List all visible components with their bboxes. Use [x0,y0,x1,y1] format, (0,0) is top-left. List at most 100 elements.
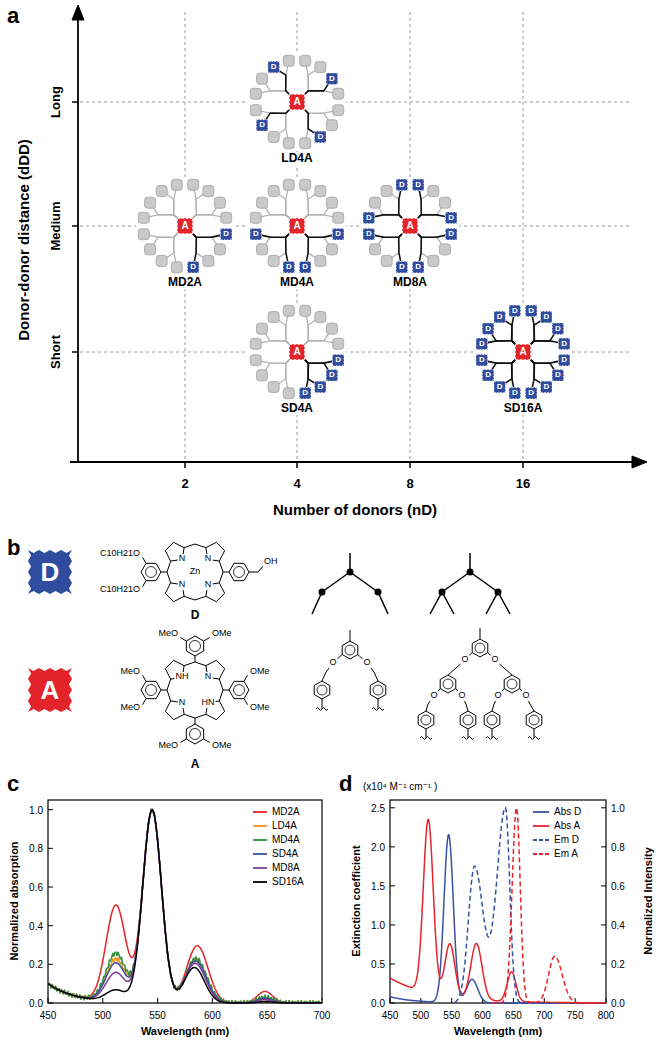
axis-tick [102,998,103,1003]
donor-branch [418,234,421,261]
inactive-end-group [203,255,214,266]
benzene-ring [141,681,161,698]
tick-label: 0.5 [370,958,386,969]
bond-line [378,699,379,709]
tick-label: 0.8 [610,841,626,852]
axis-title: Normalized Intensity [642,846,654,956]
bond-line [470,572,498,592]
inactive-end-group [300,55,311,66]
bond-line [456,689,468,712]
plot-frame [48,800,322,1003]
bond-line [426,689,440,712]
atom-label: O [429,691,438,701]
axis-tick [390,846,395,847]
aromatic-circle [487,715,497,725]
tick-label: 1.0 [610,802,626,813]
tick-label: 550 [148,1010,167,1021]
bond-line [480,628,481,639]
sample-name: MD8A [391,276,429,289]
donor-branch [286,234,289,261]
inactive-end-group [283,305,294,316]
attachment-mark [486,737,498,740]
axis-tick [390,885,395,886]
tick-label: 16 [515,477,531,491]
node-text: D [497,313,503,321]
panel-letter: c [6,772,20,796]
axis-tick [157,998,158,1003]
axis-arrow [632,456,647,468]
donor-unit: D [326,73,338,85]
tick-label: 600 [473,1010,492,1021]
atom-label: O [328,658,337,668]
node-text: D [259,121,265,129]
legend-line [253,867,267,869]
node-text: D [302,263,308,271]
axis-title: Wavelength (nm) [453,1025,543,1037]
donor-unit: D [363,228,375,240]
dendrimer-icon: SD16AADDDDDDDDDDDDDDDD [468,302,578,420]
axis-tick [409,462,411,468]
icon-ground [248,53,346,151]
atom-label: C10H21O [99,585,141,595]
inactive-end-group [381,186,392,197]
attachment-mark [420,737,432,740]
tick-label: 650 [504,1010,523,1021]
inactive-end-group [250,355,261,366]
benzene-ring [229,563,249,580]
donor-unit: D [250,228,262,240]
bond-line [244,699,248,705]
axis-title: Extinction coefficient [350,844,362,957]
benzene-ring [342,641,358,659]
legend-entry: SD16A [252,875,304,889]
aromatic-circle [234,567,245,578]
atom-label: MeO [119,703,141,713]
structure-name: D [190,609,201,622]
node-text: D [190,263,196,271]
atom-label: OH [263,557,279,567]
tick-label: 500 [93,1010,112,1021]
bond-line [322,699,323,709]
axis-tick [48,1003,53,1004]
inactive-end-group [428,186,439,197]
node-text: D [286,263,292,271]
node-text: A [41,677,60,703]
atom-label: N [178,554,187,564]
tick-label: 750 [566,1010,585,1021]
inactive-end-group [257,370,268,381]
node-text: D [479,356,485,364]
donor-unit: D [299,387,311,399]
donor-branch [262,234,289,237]
aromatic-circle [529,715,539,725]
bond-line [143,557,147,563]
benzene-ring [186,636,203,656]
atom-label: O [460,655,469,665]
bond-line [143,699,147,705]
donor-branch [305,234,308,261]
inactive-end-group [221,212,232,223]
node-text: D [302,389,308,397]
node-text: D [543,383,549,391]
inactive-end-group [300,305,311,316]
bond-line [219,679,223,690]
legend-text: Em A [554,849,578,859]
inactive-end-group [326,197,337,208]
donor-branch [531,360,534,387]
donor-unit: D [412,261,424,273]
donor-branch [418,234,445,237]
benzene-ring [314,681,330,699]
icon-ground [361,177,459,275]
legend-text: MD2A [272,807,300,817]
branch-dot [495,589,502,596]
inactive-end-group [257,73,268,84]
tick-label: 700 [535,1010,554,1021]
inactive-end-group [257,323,268,334]
axis-tick [601,807,606,808]
bond-line [161,690,167,691]
axis-tick [48,848,53,849]
node-text: D [399,263,405,271]
tick-label: 1.0 [28,804,44,815]
node-text: A [519,347,526,357]
aromatic-circle [146,567,157,578]
node-text: D [366,230,372,238]
